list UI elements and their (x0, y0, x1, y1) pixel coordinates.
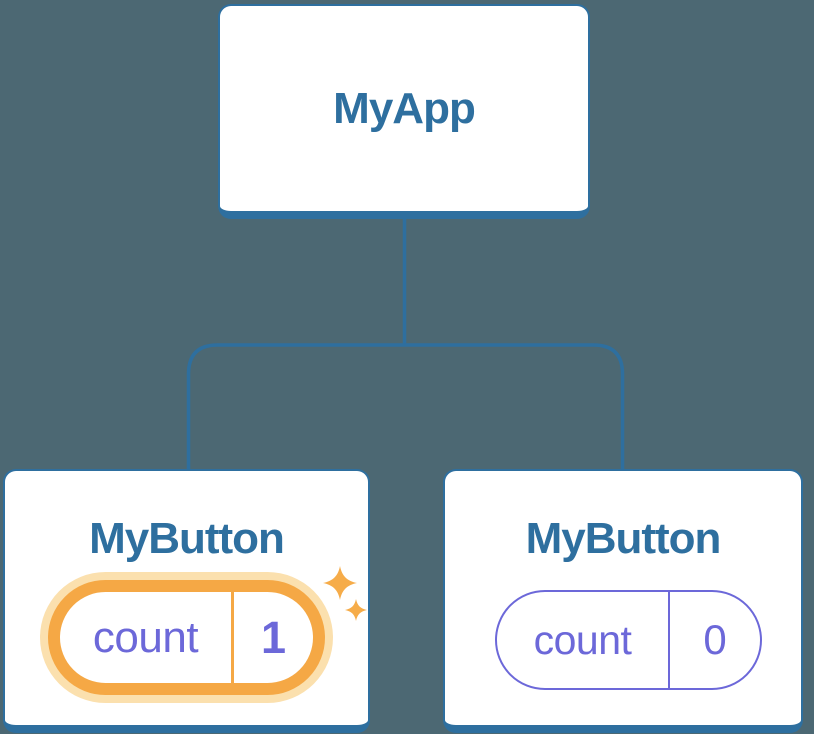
state-name: count (533, 616, 632, 663)
state-value: 0 (703, 616, 727, 663)
node-mybutton-left: MyButton count 1 (3, 469, 370, 733)
state-name: count (92, 612, 199, 662)
node-mybutton-right: MyButton count 0 (443, 469, 803, 733)
state-pill-highlighted: count 1 (48, 580, 325, 695)
sparkles-icon (323, 566, 367, 621)
node-title: MyApp (333, 83, 476, 133)
node-title: MyButton (89, 514, 285, 563)
node-myapp: MyApp (218, 4, 590, 219)
pill-divider (668, 592, 670, 688)
state-value: 1 (260, 611, 287, 663)
state-pill: count 0 (495, 590, 762, 690)
node-title: MyButton (525, 514, 722, 563)
pill-divider (231, 592, 234, 683)
